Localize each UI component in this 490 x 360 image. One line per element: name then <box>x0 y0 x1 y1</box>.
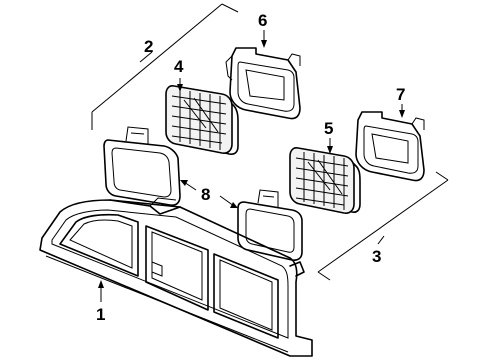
part-8-seal-right <box>237 189 303 261</box>
callout-6: 6 <box>258 11 267 30</box>
part-7-mounting-ring <box>355 111 425 182</box>
callout-3: 3 <box>372 247 381 266</box>
part-1-housing-bezel <box>39 197 313 357</box>
callout-2: 2 <box>144 37 153 56</box>
callout-4: 4 <box>174 57 184 76</box>
part-8-seal-left <box>103 126 181 206</box>
callout-1: 1 <box>96 305 105 324</box>
part-4-headlamp-unit <box>165 85 239 155</box>
group-bracket-3 <box>317 171 449 281</box>
part-6-mounting-ring <box>225 47 301 120</box>
callout-7: 7 <box>396 85 405 104</box>
leader-lines <box>98 30 405 302</box>
callout-8: 8 <box>201 185 210 204</box>
callout-labels: 1 2 3 4 5 6 7 8 <box>96 11 405 324</box>
callout-5: 5 <box>324 119 333 138</box>
group-bracket-2 <box>91 3 239 130</box>
part-5-headlamp-unit <box>289 147 361 214</box>
